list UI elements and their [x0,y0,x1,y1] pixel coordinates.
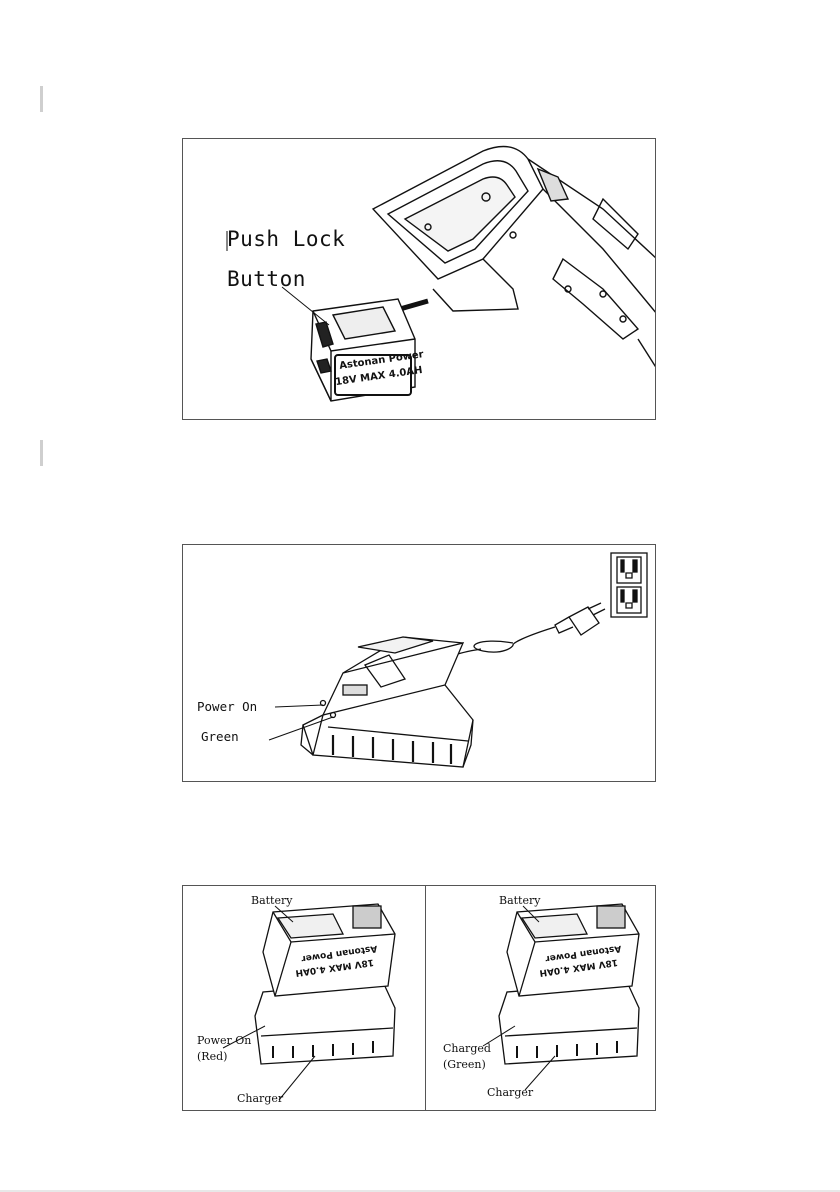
charger-illustration [183,545,656,782]
right-green-label: (Green) [443,1058,486,1072]
green-label: Green [201,729,239,744]
left-charger-label: Charger [237,1092,283,1106]
right-charged-label: Charged [443,1042,491,1056]
button-label: Button [227,267,306,291]
figure-charger-power: Power On Green [182,544,656,782]
charging-states-illustration [183,886,656,1111]
margin-mark-top [40,86,43,112]
push-lock-label: Push Lock [227,227,345,251]
figure-battery-insert: Push Lock Button Astonan Power 18V MAX 4… [182,138,656,420]
margin-mark-middle [40,440,43,466]
left-red-label: (Red) [197,1050,227,1064]
left-power-on-label: Power On [197,1034,251,1048]
right-charger-label: Charger [487,1086,533,1100]
power-on-label: Power On [197,699,257,714]
figure-charging-states: Astonan Power 18V MAX 4.0AH Astonan Powe… [182,885,656,1111]
right-battery-label: Battery [499,894,540,908]
left-battery-label: Battery [251,894,292,908]
